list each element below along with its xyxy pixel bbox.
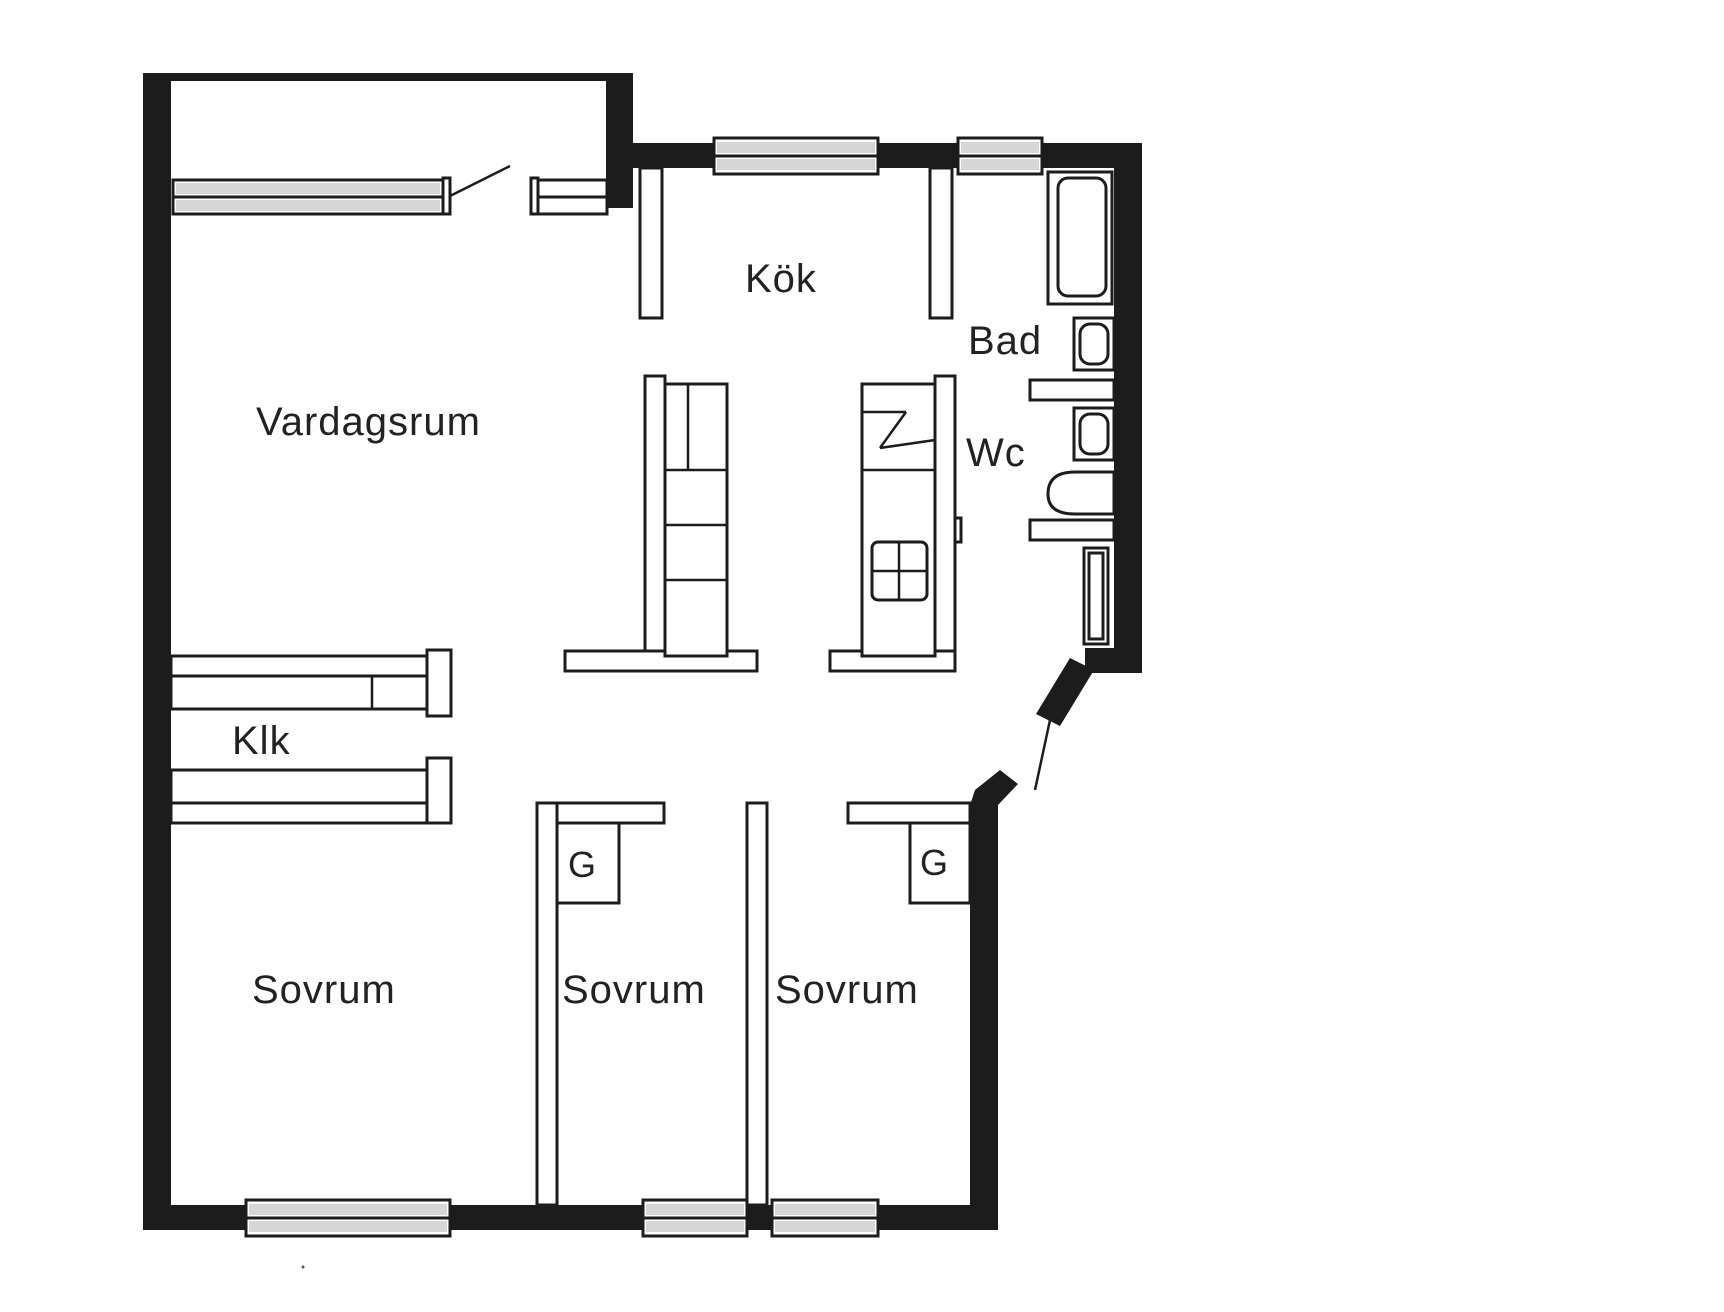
- bedroom-2-label: Sovrum: [562, 968, 706, 1012]
- closet-large-label: Klk: [232, 719, 291, 763]
- interior-walls: [169, 166, 1116, 1207]
- closet-g-left-label: G: [568, 844, 596, 885]
- kitchen-label: Kök: [745, 257, 817, 301]
- closet-g-right-label: G: [920, 842, 948, 883]
- living-room-label: Vardagsrum: [256, 400, 481, 444]
- bath-label: Bad: [968, 319, 1042, 363]
- bedroom-1-label: Sovrum: [252, 968, 396, 1012]
- entry-walls: [970, 658, 1094, 805]
- wc-label: Wc: [966, 431, 1026, 475]
- exterior-walls: [143, 73, 1142, 1230]
- bedroom-3-label: Sovrum: [775, 968, 919, 1012]
- scan-speck: [301, 1265, 305, 1269]
- windows: [171, 136, 1044, 1238]
